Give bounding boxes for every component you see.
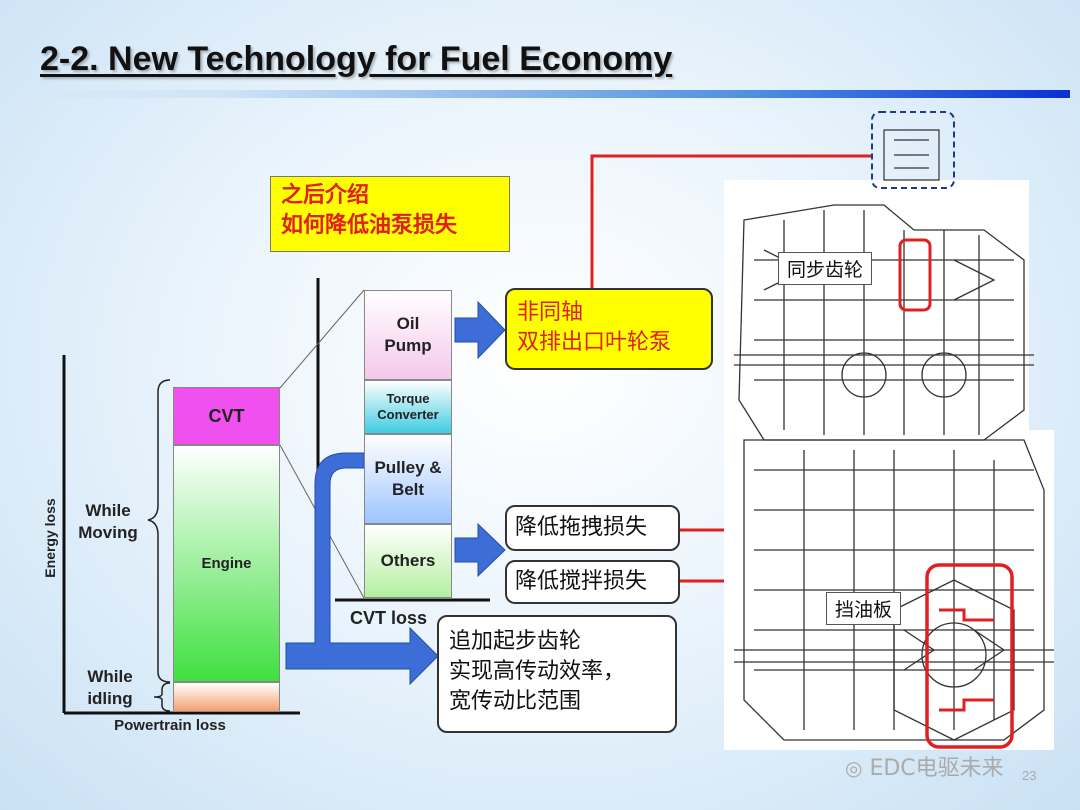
bar-oil-pump: Oil Pump xyxy=(364,290,452,380)
callout-gear-line-1: 追加起步齿轮 xyxy=(449,629,582,654)
wechat-icon: ◎ xyxy=(845,756,863,780)
explode-line xyxy=(279,289,365,389)
title-rule xyxy=(14,90,1070,98)
y-axis-label: Energy loss xyxy=(42,498,58,578)
label-while-idling: While idling xyxy=(87,667,133,708)
callout-stir-loss: 降低搅拌损失 xyxy=(505,560,680,604)
callout-pump-line-2: 双排出口叶轮泵 xyxy=(517,330,672,355)
callout-gear-line-2: 实现高传动效率， xyxy=(449,659,626,684)
callout-drag-loss: 降低拖拽损失 xyxy=(505,505,680,551)
arrow-others xyxy=(454,522,506,578)
brace-idling xyxy=(153,682,171,712)
cvt-loss-label: CVT loss xyxy=(350,608,428,628)
page-number: 23 xyxy=(1022,768,1037,783)
transmission-drawing xyxy=(724,111,1054,750)
arrow-oil-pump xyxy=(454,300,506,360)
bar-pulley-belt: Pulley & Belt xyxy=(364,434,452,524)
label-while-moving: While Moving xyxy=(78,501,138,542)
bar-torque-converter: Torque Converter xyxy=(364,380,452,434)
brace-moving xyxy=(147,379,171,683)
watermark-text: EDC电驱未来 xyxy=(869,756,1004,781)
bar-others: Others xyxy=(364,524,452,598)
watermark: ◎ EDC电驱未来 xyxy=(845,750,1004,782)
bar-idling-loss xyxy=(173,682,280,712)
bar-engine: Engine xyxy=(173,445,280,682)
callout-launch-gear: 追加起步齿轮 实现高传动效率， 宽传动比范围 xyxy=(437,615,677,733)
bar-cvt: CVT xyxy=(173,387,280,445)
label-sync-gear: 同步齿轮 xyxy=(778,252,873,285)
note-line-2: 如何降低油泵损失 xyxy=(281,213,458,238)
callout-oil-pump: 非同轴 双排出口叶轮泵 xyxy=(505,288,713,370)
callout-gear-line-3: 宽传动比范围 xyxy=(449,689,582,714)
red-line-pump xyxy=(590,154,872,288)
slide-title: 2-2. New Technology for Fuel Economy xyxy=(40,40,673,78)
note-line-1: 之后介绍 xyxy=(281,183,370,208)
callout-pump-line-1: 非同轴 xyxy=(517,300,584,325)
x-axis-label: Powertrain loss xyxy=(114,717,226,734)
arrow-pulley-to-gear xyxy=(285,452,439,686)
note-box: 之后介绍 如何降低油泵损失 xyxy=(270,176,510,252)
label-oil-baffle: 挡油板 xyxy=(826,592,902,625)
